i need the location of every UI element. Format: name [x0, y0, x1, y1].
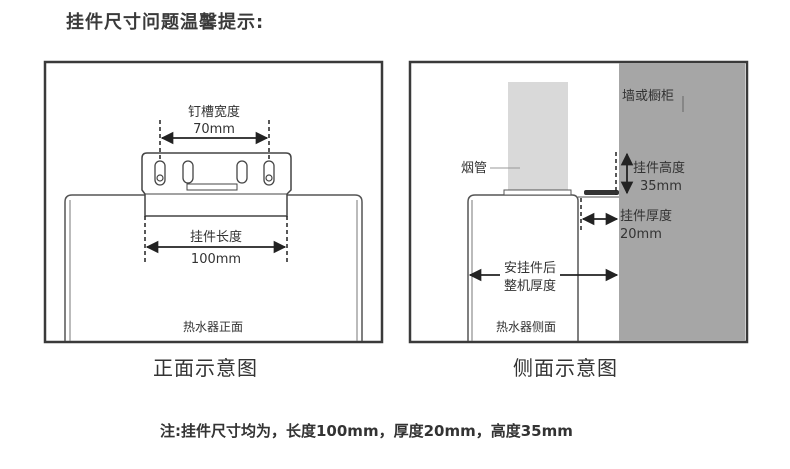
- depth-label-line2: 整机厚度: [504, 278, 556, 294]
- hanger-height-value: 35mm: [640, 179, 682, 194]
- heater-front-label: 热水器正面: [183, 320, 243, 334]
- side-view-panel: 烟管 墙或橱柜 挂件高度 35mm 挂件厚度 20mm 安挂件后 整机厚度 热水…: [408, 60, 749, 344]
- slot-width-value: 70mm: [193, 122, 235, 137]
- size-note: 注:挂件尺寸均为，长度100mm，厚度20mm，高度35mm: [160, 422, 573, 440]
- keyhole-slot-left: [154, 160, 166, 186]
- wall-area: [619, 63, 745, 341]
- front-view-panel: 钉槽宽度 70mm 挂件长度 100mm 热水器正面: [43, 60, 384, 344]
- hanger-thickness-value: 20mm: [620, 227, 662, 242]
- side-caption: 侧面示意图: [513, 356, 618, 380]
- page-title: 挂件尺寸问题温馨提示:: [66, 12, 265, 33]
- flue-pipe: [508, 82, 568, 192]
- slot-oval: [236, 160, 248, 184]
- hanger-height-label: 挂件高度: [633, 160, 685, 176]
- keyhole-slot-right: [263, 160, 275, 186]
- heater-top-vent: [503, 189, 572, 196]
- hanger-thickness-label: 挂件厚度: [620, 208, 672, 224]
- flue-label: 烟管: [461, 161, 487, 176]
- slot-width-label: 钉槽宽度: [188, 104, 240, 120]
- hanger-length-label: 挂件长度: [190, 229, 242, 245]
- front-caption: 正面示意图: [153, 356, 258, 380]
- depth-label-line1: 安挂件后: [504, 261, 556, 276]
- hanger-side: [584, 190, 619, 195]
- slot-oval: [182, 160, 194, 184]
- wall-label: 墙或橱柜: [622, 89, 674, 104]
- heater-side-label: 热水器侧面: [496, 320, 556, 334]
- depth-label-bg: [500, 262, 560, 294]
- hanger-bracket: [141, 152, 292, 217]
- hanger-length-value: 100mm: [191, 252, 241, 267]
